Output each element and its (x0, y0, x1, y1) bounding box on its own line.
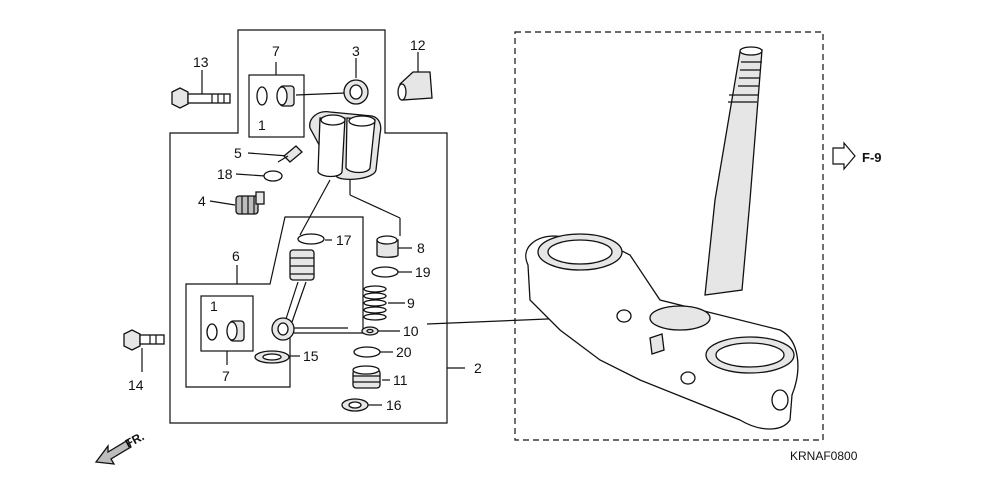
part-label-6: 6 (232, 248, 240, 264)
cap-12 (397, 71, 433, 101)
damper-body (309, 111, 382, 181)
o-ring-20 (353, 346, 381, 358)
bolt-13 (171, 87, 231, 109)
part-label-9: 9 (407, 295, 415, 311)
rod-end-3 (343, 79, 369, 105)
assembly-6-box (185, 216, 364, 388)
o-ring-19 (371, 266, 399, 278)
part-label-13: 13 (193, 54, 209, 70)
part-label-10: 10 (403, 323, 419, 339)
part-label-17: 17 (336, 232, 352, 248)
diagram-code: KRNAF0800 (790, 449, 858, 463)
part-label-3: 3 (352, 43, 360, 59)
part-label-5: 5 (234, 145, 242, 161)
o-ring-1-lower (206, 323, 218, 341)
washer-16 (341, 398, 369, 412)
assembly-7-lower-box (200, 295, 254, 365)
steering-stem-group-box (514, 31, 824, 441)
assembly-7-upper-box (248, 62, 305, 138)
part-label-19: 19 (415, 264, 431, 280)
valve-5 (277, 145, 303, 163)
part-label-1-upper: 1 (258, 117, 266, 133)
adjuster-4 (235, 191, 265, 215)
o-ring-18 (263, 170, 283, 182)
part-label-16: 16 (386, 397, 402, 413)
part-label-1-lower: 1 (210, 298, 218, 314)
part-label-14: 14 (128, 377, 144, 393)
cap-8 (376, 235, 399, 258)
part-label-7-lower: 7 (222, 368, 230, 384)
bushing-7-upper (276, 85, 295, 107)
washer-10 (361, 326, 379, 336)
bolt-14 (123, 329, 165, 351)
part-label-11: 11 (393, 372, 408, 388)
part-label-2: 2 (474, 360, 482, 376)
reference-arrow: F-9 (832, 141, 882, 171)
reference-arrow-label: F-9 (862, 150, 882, 165)
o-ring-1-upper (256, 86, 268, 106)
spring-9 (363, 285, 387, 321)
o-ring-17 (297, 233, 325, 245)
part-label-20: 20 (396, 344, 412, 360)
steering-stem-top-bridge (525, 46, 799, 430)
shock-rod-6 (271, 249, 315, 341)
part-label-18: 18 (217, 166, 233, 182)
leader-lines (141, 52, 621, 406)
part-label-7-upper: 7 (272, 43, 280, 59)
bushing-7-lower (226, 320, 245, 342)
forward-indicator: FR. (94, 429, 146, 465)
washer-15 (254, 350, 290, 364)
part-label-15: 15 (303, 348, 319, 364)
plug-11 (352, 365, 381, 389)
part-label-12: 12 (410, 37, 426, 53)
assembly-2-boundary (169, 29, 465, 424)
part-label-4: 4 (198, 193, 206, 209)
part-label-8: 8 (417, 240, 425, 256)
